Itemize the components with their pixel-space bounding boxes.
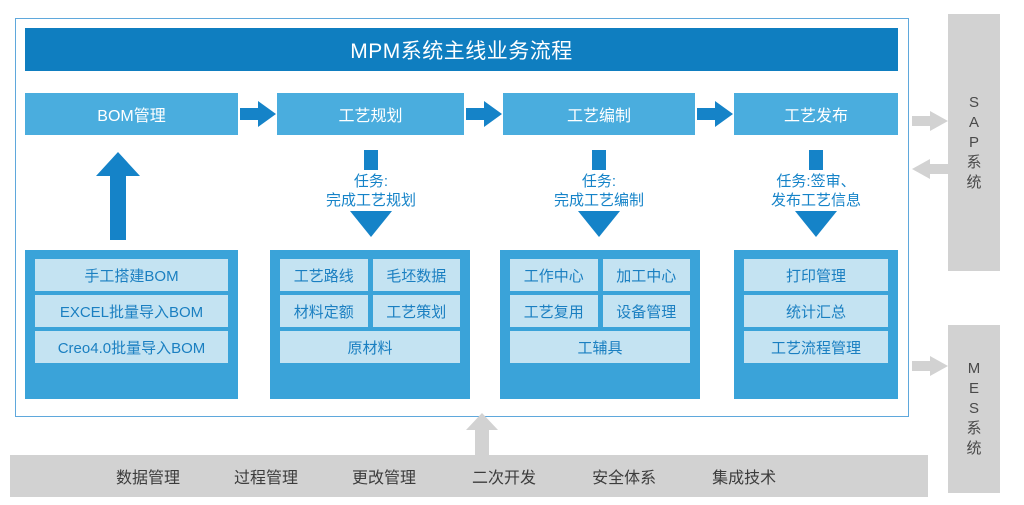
module-cell[interactable]: 毛坯数据 [372, 259, 460, 291]
mes-vertical-label: M E S 系 统 [966, 359, 981, 459]
arrow-right-icon [697, 101, 733, 127]
arrow-left-icon [912, 159, 948, 179]
task-label: 任务: 完成工艺编制 [554, 172, 644, 210]
task-label: 任务: 完成工艺规划 [326, 172, 416, 210]
stage-label: 工艺规划 [338, 108, 403, 125]
module-cell[interactable]: 手工搭建BOM [35, 259, 228, 291]
foundation-item[interactable]: 安全体系 [592, 470, 657, 487]
arrow-right-icon [240, 101, 276, 127]
foundation-bar: 数据管理 过程管理 更改管理 二次开发 安全体系 集成技术 [10, 455, 928, 497]
module-cell-row: 工艺路线 毛坯数据 [280, 259, 460, 291]
foundation-item[interactable]: 数据管理 [116, 470, 181, 487]
module-cell-row: 工艺复用 设备管理 [510, 295, 690, 327]
arrow-right-icon [912, 111, 948, 131]
page-title: MPM系统主线业务流程 [350, 39, 573, 63]
module-process-release: 打印管理 统计汇总 工艺流程管理 [734, 250, 898, 399]
stage-label: 工艺发布 [783, 108, 848, 125]
module-cell[interactable]: 工艺复用 [510, 295, 598, 327]
task-line-1: 任务: [353, 173, 389, 190]
arrow-right-icon [466, 101, 502, 127]
module-cell-row: 工作中心 加工中心 [510, 259, 690, 291]
module-cell[interactable]: 加工中心 [602, 259, 690, 291]
task-group-process-release: 任务:签审、 发布工艺信息 [745, 150, 887, 237]
stage-label: 工艺编制 [566, 108, 631, 125]
foundation-item[interactable]: 过程管理 [234, 470, 299, 487]
mes-char: E [968, 380, 979, 397]
module-cell[interactable]: 统计汇总 [744, 295, 888, 327]
arrow-right-icon [912, 356, 948, 376]
module-cell[interactable]: 工作中心 [510, 259, 598, 291]
arrow-down-icon [350, 211, 392, 237]
foundation-item[interactable]: 更改管理 [352, 470, 417, 487]
module-bom: 手工搭建BOM EXCEL批量导入BOM Creo4.0批量导入BOM [25, 250, 238, 399]
sap-char: S [968, 93, 979, 111]
module-cell[interactable]: 工艺流程管理 [744, 331, 888, 363]
sap-vertical-label: S A P 系 统 [966, 93, 981, 193]
arrow-up-icon [466, 413, 498, 455]
sap-char: P [968, 133, 979, 151]
task-group-process-planning: 任务: 完成工艺规划 [295, 150, 447, 237]
stage-box-process-release[interactable]: 工艺发布 [734, 93, 898, 135]
foundation-item[interactable]: 二次开发 [472, 470, 537, 487]
module-cell[interactable]: 工辅具 [510, 331, 690, 363]
module-cell[interactable]: 材料定额 [280, 295, 368, 327]
stage-box-bom[interactable]: BOM管理 [25, 93, 238, 135]
side-system-mes[interactable]: M E S 系 统 [948, 325, 1000, 493]
module-process-authoring: 工作中心 加工中心 工艺复用 设备管理 工辅具 [500, 250, 700, 399]
task-line-1: 任务: [581, 173, 617, 190]
task-group-process-authoring: 任务: 完成工艺编制 [519, 150, 679, 237]
mes-char: 系 [966, 420, 982, 437]
stage-label: BOM管理 [97, 108, 166, 125]
sap-char: 统 [966, 173, 982, 191]
task-line-1: 任务:签审、 [776, 173, 856, 190]
task-line-2: 发布工艺信息 [770, 192, 861, 209]
module-cell[interactable]: EXCEL批量导入BOM [35, 295, 228, 327]
foundation-item[interactable]: 集成技术 [712, 470, 777, 487]
arrow-up-icon [96, 152, 140, 240]
module-cell[interactable]: 工艺策划 [372, 295, 460, 327]
arrow-down-icon [795, 211, 837, 237]
mes-char: 统 [966, 440, 982, 457]
mes-char: S [968, 400, 979, 417]
task-line-2: 完成工艺规划 [325, 192, 416, 209]
stage-box-process-authoring[interactable]: 工艺编制 [503, 93, 695, 135]
module-cell[interactable]: 设备管理 [602, 295, 690, 327]
task-stem [592, 150, 606, 170]
arrow-down-icon [578, 211, 620, 237]
stage-box-process-planning[interactable]: 工艺规划 [277, 93, 464, 135]
module-cell[interactable]: Creo4.0批量导入BOM [35, 331, 228, 363]
sap-char: 系 [966, 153, 982, 171]
module-process-planning: 工艺路线 毛坯数据 材料定额 工艺策划 原材料 [270, 250, 470, 399]
task-stem [809, 150, 823, 170]
mes-char: M [967, 360, 981, 377]
module-cell[interactable]: 工艺路线 [280, 259, 368, 291]
diagram-title-bar: MPM系统主线业务流程 [25, 28, 898, 71]
module-cell[interactable]: 打印管理 [744, 259, 888, 291]
task-label: 任务:签审、 发布工艺信息 [771, 172, 861, 210]
task-stem [364, 150, 378, 170]
sap-char: A [968, 113, 979, 131]
side-system-sap[interactable]: S A P 系 统 [948, 14, 1000, 271]
module-cell-row: 材料定额 工艺策划 [280, 295, 460, 327]
module-cell[interactable]: 原材料 [280, 331, 460, 363]
task-line-2: 完成工艺编制 [553, 192, 644, 209]
